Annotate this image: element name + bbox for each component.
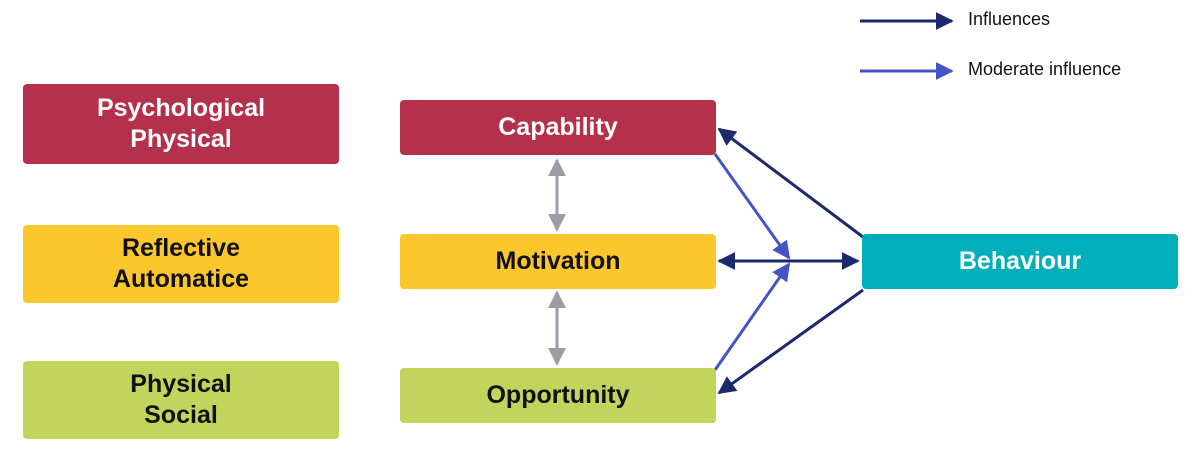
capability-label: Capability bbox=[498, 112, 618, 141]
behaviour-label: Behaviour bbox=[958, 246, 1082, 275]
opportunity-source-social: Social bbox=[144, 401, 218, 429]
opportunity-label: Opportunity bbox=[486, 380, 630, 409]
motivation-box: Motivation bbox=[400, 234, 716, 289]
capability-box: Capability bbox=[400, 100, 716, 155]
motivation-source-automatic: Automatice bbox=[112, 265, 250, 293]
opportunity-source-physical: Physical bbox=[130, 369, 232, 398]
legend-moderate-label: Moderate influence bbox=[968, 59, 1122, 79]
opportunity-moderate-arrow bbox=[713, 262, 791, 371]
motivation-source-reflective: Reflective bbox=[121, 233, 241, 262]
capability-source-physical: Physical bbox=[130, 125, 232, 153]
opportunity-box: Opportunity bbox=[400, 368, 716, 423]
capability-moderate-arrow bbox=[713, 153, 791, 260]
motivation-sources-box: Reflective Automatice bbox=[23, 225, 339, 303]
behaviour-to-opportunity-arrow bbox=[717, 288, 864, 395]
capability-source-psychological: Psychological bbox=[96, 93, 266, 122]
legend-influences-label: Influences bbox=[968, 9, 1051, 29]
motivation-label: Motivation bbox=[495, 246, 621, 275]
opportunity-sources-box: Physical Social bbox=[23, 361, 339, 439]
behaviour-box: Behaviour bbox=[862, 234, 1178, 289]
behaviour-to-capability-arrow bbox=[717, 127, 864, 239]
capability-sources-box: Psychological Physical bbox=[23, 84, 339, 164]
